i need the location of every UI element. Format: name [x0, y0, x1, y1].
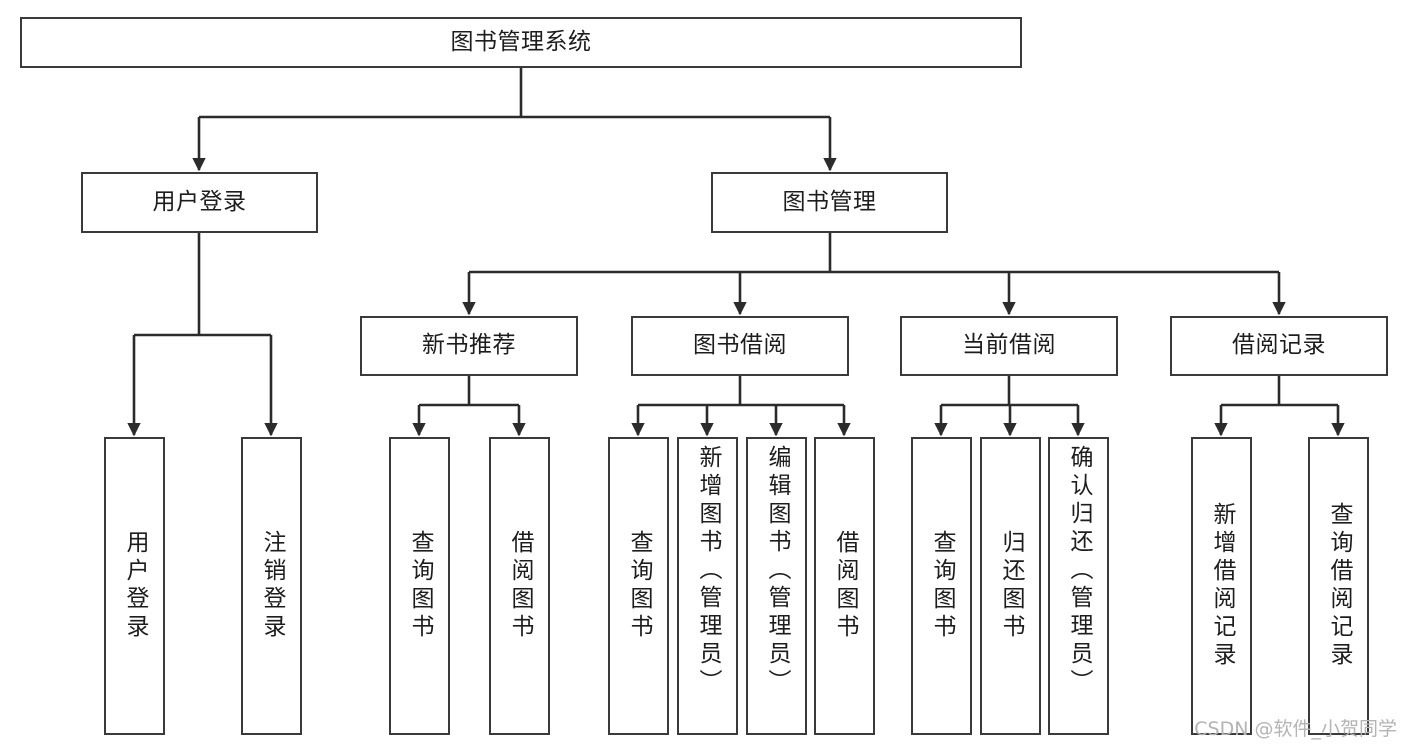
node-leaf-edit-book[interactable]: 编辑图书（管理员）: [746, 437, 807, 735]
node-book-manage-label: 图书管理: [782, 188, 877, 215]
node-leaf-confirm-return[interactable]: 确认归还（管理员）: [1048, 437, 1109, 735]
node-new-book-rec-label: 新书推荐: [422, 332, 516, 359]
node-book-manage[interactable]: 图书管理: [711, 172, 948, 233]
node-leaf-query-record-label: 查询借阅记录: [1326, 502, 1352, 670]
node-new-book-rec[interactable]: 新书推荐: [360, 316, 578, 376]
node-leaf-user-logout[interactable]: 注销登录: [241, 437, 302, 735]
node-leaf-add-book-label: 新增图书（管理员）: [695, 445, 721, 697]
node-leaf-return-book[interactable]: 归还图书: [980, 437, 1041, 735]
node-root-label: 图书管理系统: [450, 28, 592, 55]
node-leaf-add-book[interactable]: 新增图书（管理员）: [677, 437, 738, 735]
node-leaf-query-record[interactable]: 查询借阅记录: [1308, 437, 1369, 735]
node-leaf-add-record-label: 新增借阅记录: [1209, 502, 1235, 670]
node-leaf-query-book-1-label: 查询图书: [407, 530, 433, 642]
node-leaf-query-book-1[interactable]: 查询图书: [389, 437, 450, 735]
node-leaf-add-record[interactable]: 新增借阅记录: [1191, 437, 1252, 735]
node-borrow-record-label: 借阅记录: [1232, 332, 1326, 359]
node-root[interactable]: 图书管理系统: [20, 17, 1022, 68]
node-current-borrow-label: 当前借阅: [962, 332, 1056, 359]
node-leaf-user-login[interactable]: 用户登录: [104, 437, 165, 735]
node-book-borrow[interactable]: 图书借阅: [631, 316, 849, 376]
node-leaf-borrow-book-2[interactable]: 借阅图书: [814, 437, 875, 735]
node-leaf-query-book-3-label: 查询图书: [929, 530, 955, 642]
node-book-borrow-label: 图书借阅: [693, 332, 787, 359]
node-user-login-label: 用户登录: [152, 188, 247, 215]
node-current-borrow[interactable]: 当前借阅: [900, 316, 1118, 376]
node-leaf-edit-book-label: 编辑图书（管理员）: [764, 445, 790, 697]
node-leaf-borrow-book-1-label: 借阅图书: [507, 530, 533, 642]
node-leaf-return-book-label: 归还图书: [998, 530, 1024, 642]
node-leaf-confirm-return-label: 确认归还（管理员）: [1066, 445, 1092, 697]
node-user-login[interactable]: 用户登录: [81, 172, 318, 233]
node-borrow-record[interactable]: 借阅记录: [1170, 316, 1388, 376]
node-leaf-borrow-book-2-label: 借阅图书: [832, 530, 858, 642]
node-leaf-borrow-book-1[interactable]: 借阅图书: [489, 437, 550, 735]
node-leaf-user-login-label: 用户登录: [122, 530, 148, 642]
node-leaf-query-book-2-label: 查询图书: [626, 530, 652, 642]
node-leaf-query-book-2[interactable]: 查询图书: [608, 437, 669, 735]
node-leaf-query-book-3[interactable]: 查询图书: [911, 437, 972, 735]
node-leaf-user-logout-label: 注销登录: [259, 530, 285, 642]
